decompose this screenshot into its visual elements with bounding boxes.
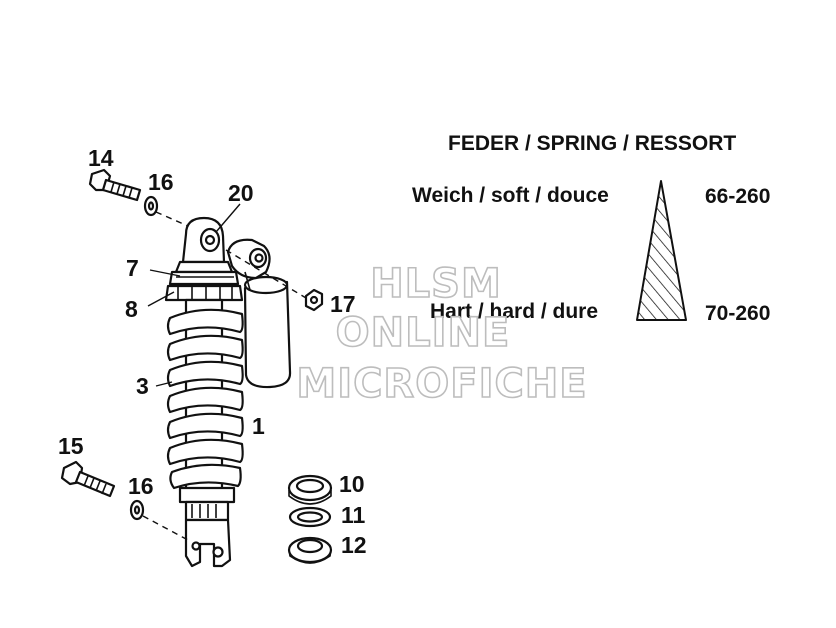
callout-11: 11	[341, 502, 366, 528]
watermark: HLSM ONLINE MICROFICHE	[296, 260, 588, 408]
callout-7: 7	[126, 255, 139, 281]
bump-stop-10	[287, 474, 333, 505]
spring-rate-wedge	[636, 180, 687, 321]
spring-rate-legend: FEDER / SPRING / RESSORT Weich / soft / …	[412, 132, 770, 325]
lower-clevis	[178, 486, 236, 568]
preload-adjuster-rings	[164, 270, 244, 302]
legend-hard-label: Hart / hard / dure	[430, 300, 598, 323]
watermark-line-1: HLSM	[370, 261, 502, 307]
coil-spring	[166, 298, 244, 498]
callout-12: 12	[341, 532, 367, 558]
callout-14: 14	[88, 145, 114, 171]
washer-16-top	[143, 195, 159, 217]
watermark-line-3: MICROFICHE	[296, 361, 587, 407]
callout-8: 8	[125, 296, 138, 322]
watermark-line-2: ONLINE	[336, 310, 511, 356]
callout-16-top: 16	[148, 169, 174, 195]
ring-11	[288, 506, 332, 528]
callout-10: 10	[339, 471, 365, 497]
legend-soft-label: Weich / soft / douce	[412, 184, 609, 207]
bolt-14	[88, 168, 142, 202]
bolt-15	[60, 460, 116, 498]
washer-16-bottom	[129, 499, 145, 521]
legend-title: FEDER / SPRING / RESSORT	[448, 132, 736, 155]
callout-20: 20	[228, 180, 254, 206]
legend-soft-value: 66-260	[705, 185, 770, 208]
cup-12	[287, 536, 333, 564]
callout-16-bottom: 16	[128, 473, 154, 499]
callout-17: 17	[330, 291, 356, 317]
callout-3: 3	[136, 373, 149, 399]
callout-1: 1	[252, 413, 265, 439]
legend-hard-value: 70-260	[705, 302, 770, 325]
callout-15: 15	[58, 433, 84, 459]
shock-top-eye	[174, 216, 234, 274]
reservoir	[226, 238, 292, 389]
nut-17	[304, 288, 324, 312]
